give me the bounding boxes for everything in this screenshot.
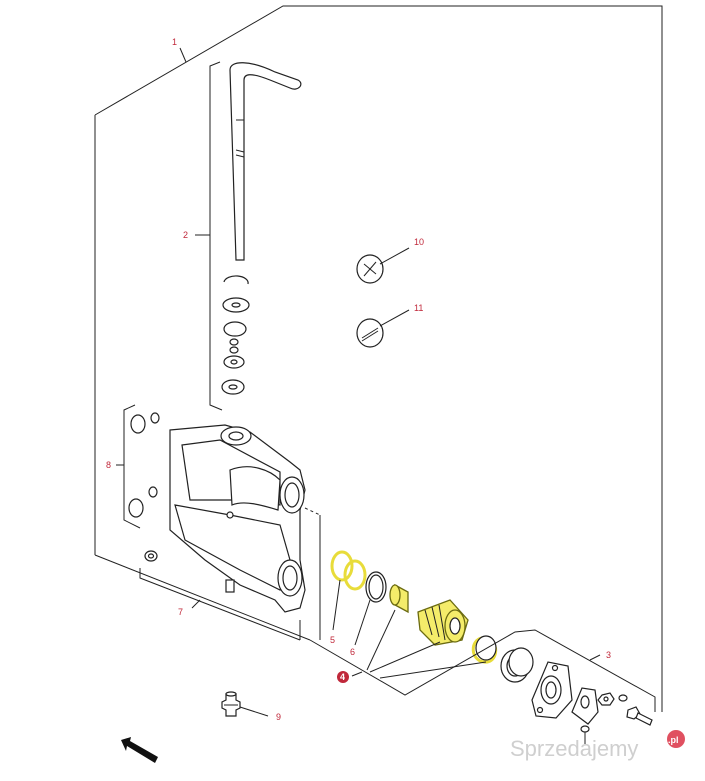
dipstick-seal-stack <box>221 275 250 395</box>
callout-9[interactable]: 9 <box>239 706 281 722</box>
callout-6-label: 6 <box>350 647 355 657</box>
highlighted-ring-5 <box>330 550 367 591</box>
shaft-seal <box>500 647 534 683</box>
callout-3-label: 3 <box>606 650 611 660</box>
callout-3[interactable]: 3 <box>606 650 611 660</box>
callout-1-label: 1 <box>172 37 177 47</box>
callout-11[interactable]: 11 <box>379 303 423 327</box>
callout-5-label: 5 <box>330 635 335 645</box>
dipstick-tube <box>229 62 302 261</box>
leaders-5-6-4 <box>332 579 487 679</box>
watermark-text: Sprzedajemy <box>510 736 638 761</box>
retainer-plate <box>571 687 599 725</box>
slot-cap <box>356 318 384 348</box>
left-seals <box>116 404 160 529</box>
watermark-suffix: .pl <box>668 735 679 745</box>
breather-fitting <box>221 691 241 717</box>
highlighted-bushing <box>389 583 409 614</box>
cross-cap <box>356 254 384 284</box>
callout-8-label: 8 <box>106 460 111 470</box>
bracket-3 <box>309 629 656 712</box>
small-nut <box>597 692 628 706</box>
callout-11-label: 11 <box>414 303 423 313</box>
highlighted-coupler <box>417 599 469 646</box>
callout-4[interactable]: 4 <box>337 671 349 683</box>
callout-10-label: 10 <box>414 237 424 247</box>
callout-8[interactable]: 8 <box>106 460 111 470</box>
orientation-arrow-icon <box>121 737 158 763</box>
bolt <box>626 706 653 726</box>
callout-6[interactable]: 6 <box>350 647 355 657</box>
housing-plug <box>144 550 158 562</box>
callout-7[interactable]: 7 <box>178 607 183 617</box>
callout-2-label: 2 <box>183 230 188 240</box>
assembly-axis <box>304 507 321 640</box>
cover-flange <box>531 661 573 719</box>
pump-housing <box>169 424 306 613</box>
bracket-2 <box>195 61 223 411</box>
highlighted-snap-ring <box>471 635 498 664</box>
callout-4-label: 4 <box>340 672 345 682</box>
callout-10[interactable]: 10 <box>379 237 424 265</box>
watermark: Sprzedajemy .pl <box>510 730 685 761</box>
callout-2[interactable]: 2 <box>183 230 188 240</box>
ring-6 <box>365 571 387 603</box>
bracket-7 <box>139 568 301 641</box>
callout-9-label: 9 <box>276 712 281 722</box>
callout-1[interactable]: 1 <box>172 37 187 63</box>
callout-7-label: 7 <box>178 607 183 617</box>
callout-5[interactable]: 5 <box>330 635 335 645</box>
assembly-frame <box>94 5 663 712</box>
small-screw <box>580 725 590 744</box>
